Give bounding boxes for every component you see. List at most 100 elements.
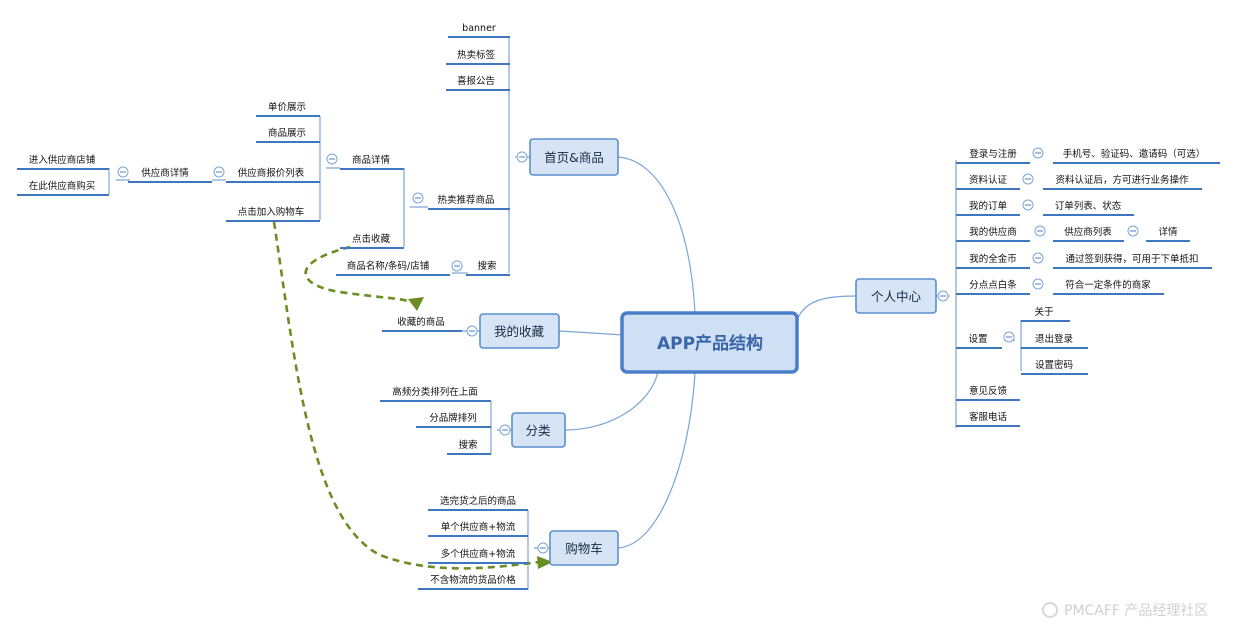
- link-center-home: [617, 156, 696, 314]
- topic-buy-here[interactable]: 在此供应商购买: [17, 180, 109, 196]
- watermark: PMCAFF 产品经理社区: [1042, 602, 1208, 619]
- topic-label: 点击收藏: [352, 233, 391, 245]
- topic-hot-recommend[interactable]: 热卖推荐商品: [428, 194, 510, 210]
- topic-label: 资料认证: [969, 174, 1008, 186]
- topic-label: 设置: [968, 334, 987, 345]
- topic-label: 不含物流的货品价格: [430, 574, 516, 586]
- collapse-toggle-orders[interactable]: [1022, 199, 1034, 211]
- favorite-arrowhead: [408, 297, 424, 311]
- topic-selected-goods[interactable]: 选完货之后的商品: [428, 495, 528, 511]
- collapse-toggle-category[interactable]: [499, 424, 511, 436]
- topic-news[interactable]: 喜报公告: [446, 75, 510, 91]
- collapse-toggle-supplier-prices[interactable]: [213, 166, 225, 178]
- topic-set-password[interactable]: 设置密码: [1021, 359, 1088, 375]
- topic-search[interactable]: 搜索: [466, 260, 510, 276]
- collapse-toggle-favorites[interactable]: [466, 325, 478, 337]
- collapse-toggle-recommend[interactable]: [412, 192, 424, 204]
- collapse-toggle-coins[interactable]: [1032, 252, 1044, 264]
- topic-label: 通过签到获得，可用于下单抵扣: [1065, 253, 1198, 265]
- branch-label-personal: 个人中心: [871, 289, 922, 304]
- topic-hot-tags[interactable]: 热卖标签: [446, 49, 510, 65]
- topic-click-favorite[interactable]: 点击收藏: [340, 233, 404, 249]
- topic-credit[interactable]: 分点点白条: [956, 279, 1030, 295]
- topic-service-phone[interactable]: 客服电话: [956, 411, 1020, 427]
- collapse-toggle-search[interactable]: [451, 260, 463, 272]
- topic-my-suppliers[interactable]: 我的供应商: [956, 226, 1030, 242]
- topic-settings[interactable]: 设置: [956, 334, 1002, 349]
- topic-label: banner: [462, 23, 496, 34]
- collapse-toggle-cart[interactable]: [537, 542, 549, 554]
- topic-verify[interactable]: 资料认证: [956, 174, 1020, 190]
- watermark-text: PMCAFF 产品经理社区: [1064, 603, 1208, 619]
- topic-label: 供应商列表: [1064, 226, 1112, 238]
- topic-supplier-detail[interactable]: 供应商详情: [128, 167, 212, 183]
- collapse-toggle-settings[interactable]: [1003, 331, 1015, 343]
- topic-coins[interactable]: 我的全金币: [956, 253, 1030, 269]
- link-center-favorites: [558, 330, 623, 336]
- collapse-toggle-suppliers[interactable]: [1034, 225, 1046, 237]
- link-recommend-children: [403, 168, 428, 247]
- link-center-cart: [617, 371, 696, 549]
- topic-logout[interactable]: 退出登录: [1021, 333, 1088, 349]
- topic-product-show[interactable]: 商品展示: [256, 127, 320, 143]
- collapse-toggle-credit[interactable]: [1032, 278, 1044, 290]
- topic-product-detail[interactable]: 商品详情: [340, 154, 404, 170]
- topic-enter-store[interactable]: 进入供应商店铺: [17, 154, 109, 170]
- topic-label: 喜报公告: [457, 75, 495, 87]
- topic-about[interactable]: 关于: [1021, 306, 1070, 322]
- topic-feedback[interactable]: 意见反馈: [956, 385, 1020, 401]
- favorite-relation-arrow: [304, 245, 414, 305]
- topic-coins-detail[interactable]: 通过签到获得，可用于下单抵扣: [1053, 253, 1212, 269]
- topic-login-detail[interactable]: 手机号、验证码、邀请码（可选）: [1053, 148, 1220, 164]
- topic-label: 在此供应商购买: [29, 180, 96, 192]
- branch-node-cart[interactable]: 购物车: [549, 530, 619, 566]
- topic-supplier-list[interactable]: 供应商列表: [1053, 226, 1124, 242]
- collapse-toggle-home[interactable]: [516, 151, 528, 163]
- branch-node-favorites[interactable]: 我的收藏: [479, 313, 560, 349]
- topic-multi-supplier[interactable]: 多个供应商+物流: [428, 548, 528, 564]
- collapse-toggle-product-detail[interactable]: [326, 153, 338, 165]
- topic-supplier-prices[interactable]: 供应商报价列表: [226, 167, 320, 183]
- topic-verify-detail[interactable]: 资料认证后，方可进行业务操作: [1043, 174, 1202, 190]
- collapse-toggle-personal[interactable]: [937, 290, 949, 302]
- topic-high-frequency[interactable]: 高频分类排列在上面: [380, 386, 491, 402]
- topic-label: 点击加入购物车: [238, 206, 305, 218]
- branch-node-category[interactable]: 分类: [511, 412, 566, 448]
- topic-label: 高频分类排列在上面: [392, 386, 478, 398]
- watermark-logo-icon: [1042, 602, 1058, 618]
- topic-label: 搜索: [458, 439, 477, 451]
- branch-label-category: 分类: [525, 423, 551, 438]
- topic-single-supplier[interactable]: 单个供应商+物流: [428, 521, 528, 537]
- collapse-toggle-supplier-detail[interactable]: [117, 166, 129, 178]
- topic-orders-detail[interactable]: 订单列表、状态: [1043, 200, 1134, 216]
- topic-label: 进入供应商店铺: [29, 154, 96, 166]
- topic-banner[interactable]: banner: [448, 23, 510, 38]
- topic-supplier-list-detail[interactable]: 详情: [1146, 226, 1190, 242]
- topic-unit-price[interactable]: 单价展示: [256, 101, 320, 117]
- topic-label: 我的供应商: [969, 226, 1017, 238]
- topic-login[interactable]: 登录与注册: [956, 148, 1030, 164]
- collapse-toggle-login[interactable]: [1032, 147, 1044, 159]
- topic-by-brand[interactable]: 分品牌排列: [416, 412, 491, 428]
- topic-label: 分品牌排列: [429, 412, 477, 424]
- topic-orders[interactable]: 我的订单: [956, 200, 1020, 216]
- topic-category-search[interactable]: 搜索: [447, 439, 491, 455]
- topic-favorite-items[interactable]: 收藏的商品: [382, 316, 462, 332]
- branch-node-home[interactable]: 首页&商品: [529, 138, 619, 176]
- topic-search-fields[interactable]: 商品名称/条码/店铺: [336, 260, 450, 276]
- topic-label: 搜索: [477, 260, 496, 272]
- topic-label: 我的全金币: [969, 253, 1017, 265]
- branch-node-personal[interactable]: 个人中心: [855, 278, 937, 314]
- center-label: APP产品结构: [657, 333, 763, 354]
- topic-label: 收藏的商品: [397, 316, 445, 328]
- topic-no-logistics-price[interactable]: 不含物流的货品价格: [418, 574, 528, 590]
- topic-label: 单个供应商+物流: [441, 521, 516, 533]
- topic-credit-detail[interactable]: 符合一定条件的商家: [1053, 279, 1164, 295]
- collapse-toggle-supplier-list[interactable]: [1127, 225, 1139, 237]
- topic-label: 我的订单: [969, 200, 1008, 212]
- topic-label: 详情: [1158, 226, 1178, 238]
- topic-label: 热卖标签: [457, 49, 496, 61]
- collapse-toggle-verify[interactable]: [1022, 173, 1034, 185]
- topic-add-to-cart[interactable]: 点击加入购物车: [226, 206, 320, 222]
